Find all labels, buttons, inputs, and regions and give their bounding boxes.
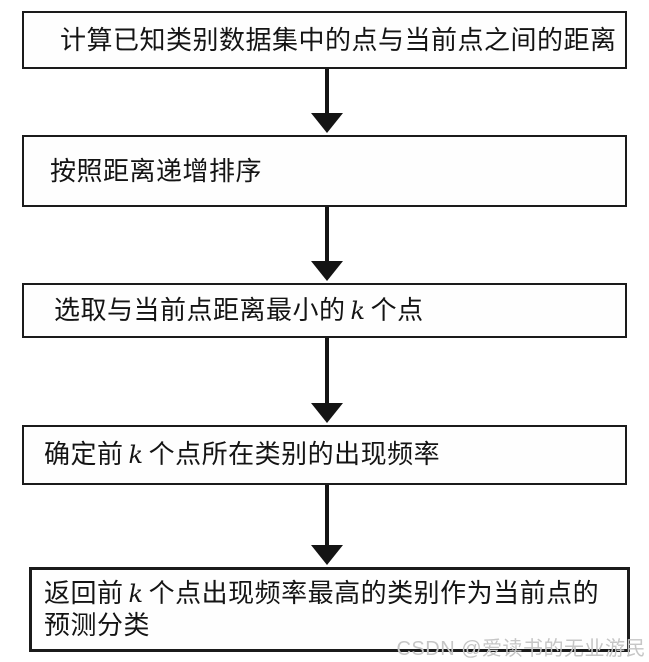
step-text-segment: 按照距离递增排序 <box>50 155 263 186</box>
arrow-head-icon <box>311 403 343 423</box>
step-text-segment: 个点所在类别的出现频率 <box>148 439 441 469</box>
k-variable: k <box>350 296 366 325</box>
down-arrow-3 <box>311 338 343 423</box>
step-text-segment: 个点出现频率最高的类别作为当前点的预测分类 <box>44 578 600 640</box>
arrow-stem <box>325 338 329 403</box>
arrow-stem <box>325 69 329 113</box>
flow-step-sort-ascending: 按照距离递增排序 <box>22 135 627 207</box>
k-variable: k <box>128 580 144 608</box>
down-arrow-2 <box>311 207 343 281</box>
step-text: 计算已知类别数据集中的点与当前点之间的距离 <box>60 25 617 56</box>
flow-step-calculate-distance: 计算已知类别数据集中的点与当前点之间的距离 <box>22 11 627 69</box>
step-text-segment: 计算已知类别数据集中的点与当前点之间的距离 <box>60 24 617 55</box>
arrow-head-icon <box>311 545 343 565</box>
step-text: 按照距离递增排序 <box>50 156 262 187</box>
k-variable: k <box>128 441 144 469</box>
step-text-segment: 返回前 <box>44 578 124 608</box>
arrow-stem <box>325 207 329 261</box>
csdn-watermark: CSDN @爱读书的无业游民 <box>396 638 646 660</box>
step-text-segment: 选取与当前点距离最小的 <box>54 294 346 325</box>
arrow-stem <box>325 485 329 545</box>
down-arrow-4 <box>311 485 343 565</box>
step-text-segment: 确定前 <box>44 439 124 469</box>
step-text-segment: 个点 <box>370 294 424 325</box>
arrow-head-icon <box>311 113 343 133</box>
arrow-head-icon <box>311 261 343 281</box>
down-arrow-1 <box>311 69 343 133</box>
